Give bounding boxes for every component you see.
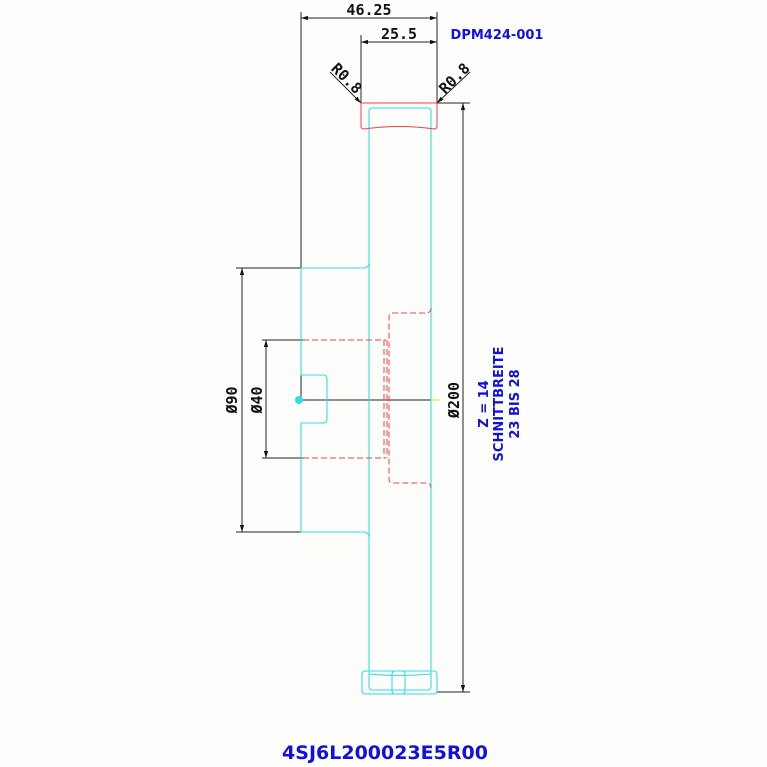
kerf-label: SCHNITTBREITE — [492, 347, 507, 462]
dim-radius-left: R0.8 — [327, 59, 365, 97]
center-point-icon — [295, 396, 303, 404]
dim-bore-diameter: Ø40 — [248, 386, 266, 414]
dimension-lines — [236, 12, 471, 693]
part-code: DPM424-001 — [451, 28, 544, 43]
teeth-count: Z = 14 — [477, 380, 492, 427]
part-number: 4SJ6L200023E5R00 — [282, 742, 488, 764]
dim-rim-width: 25.5 — [381, 25, 417, 43]
dim-radius-right: R0.8 — [435, 59, 473, 97]
dim-hub-diameter: Ø90 — [223, 386, 241, 414]
hidden-lines — [303, 102, 438, 489]
kerf-range: 23 BIS 28 — [508, 369, 523, 438]
dim-overall-width: 46.25 — [346, 1, 391, 19]
dim-outer-diameter: Ø200 — [445, 382, 463, 419]
part-outline — [300, 107, 438, 695]
